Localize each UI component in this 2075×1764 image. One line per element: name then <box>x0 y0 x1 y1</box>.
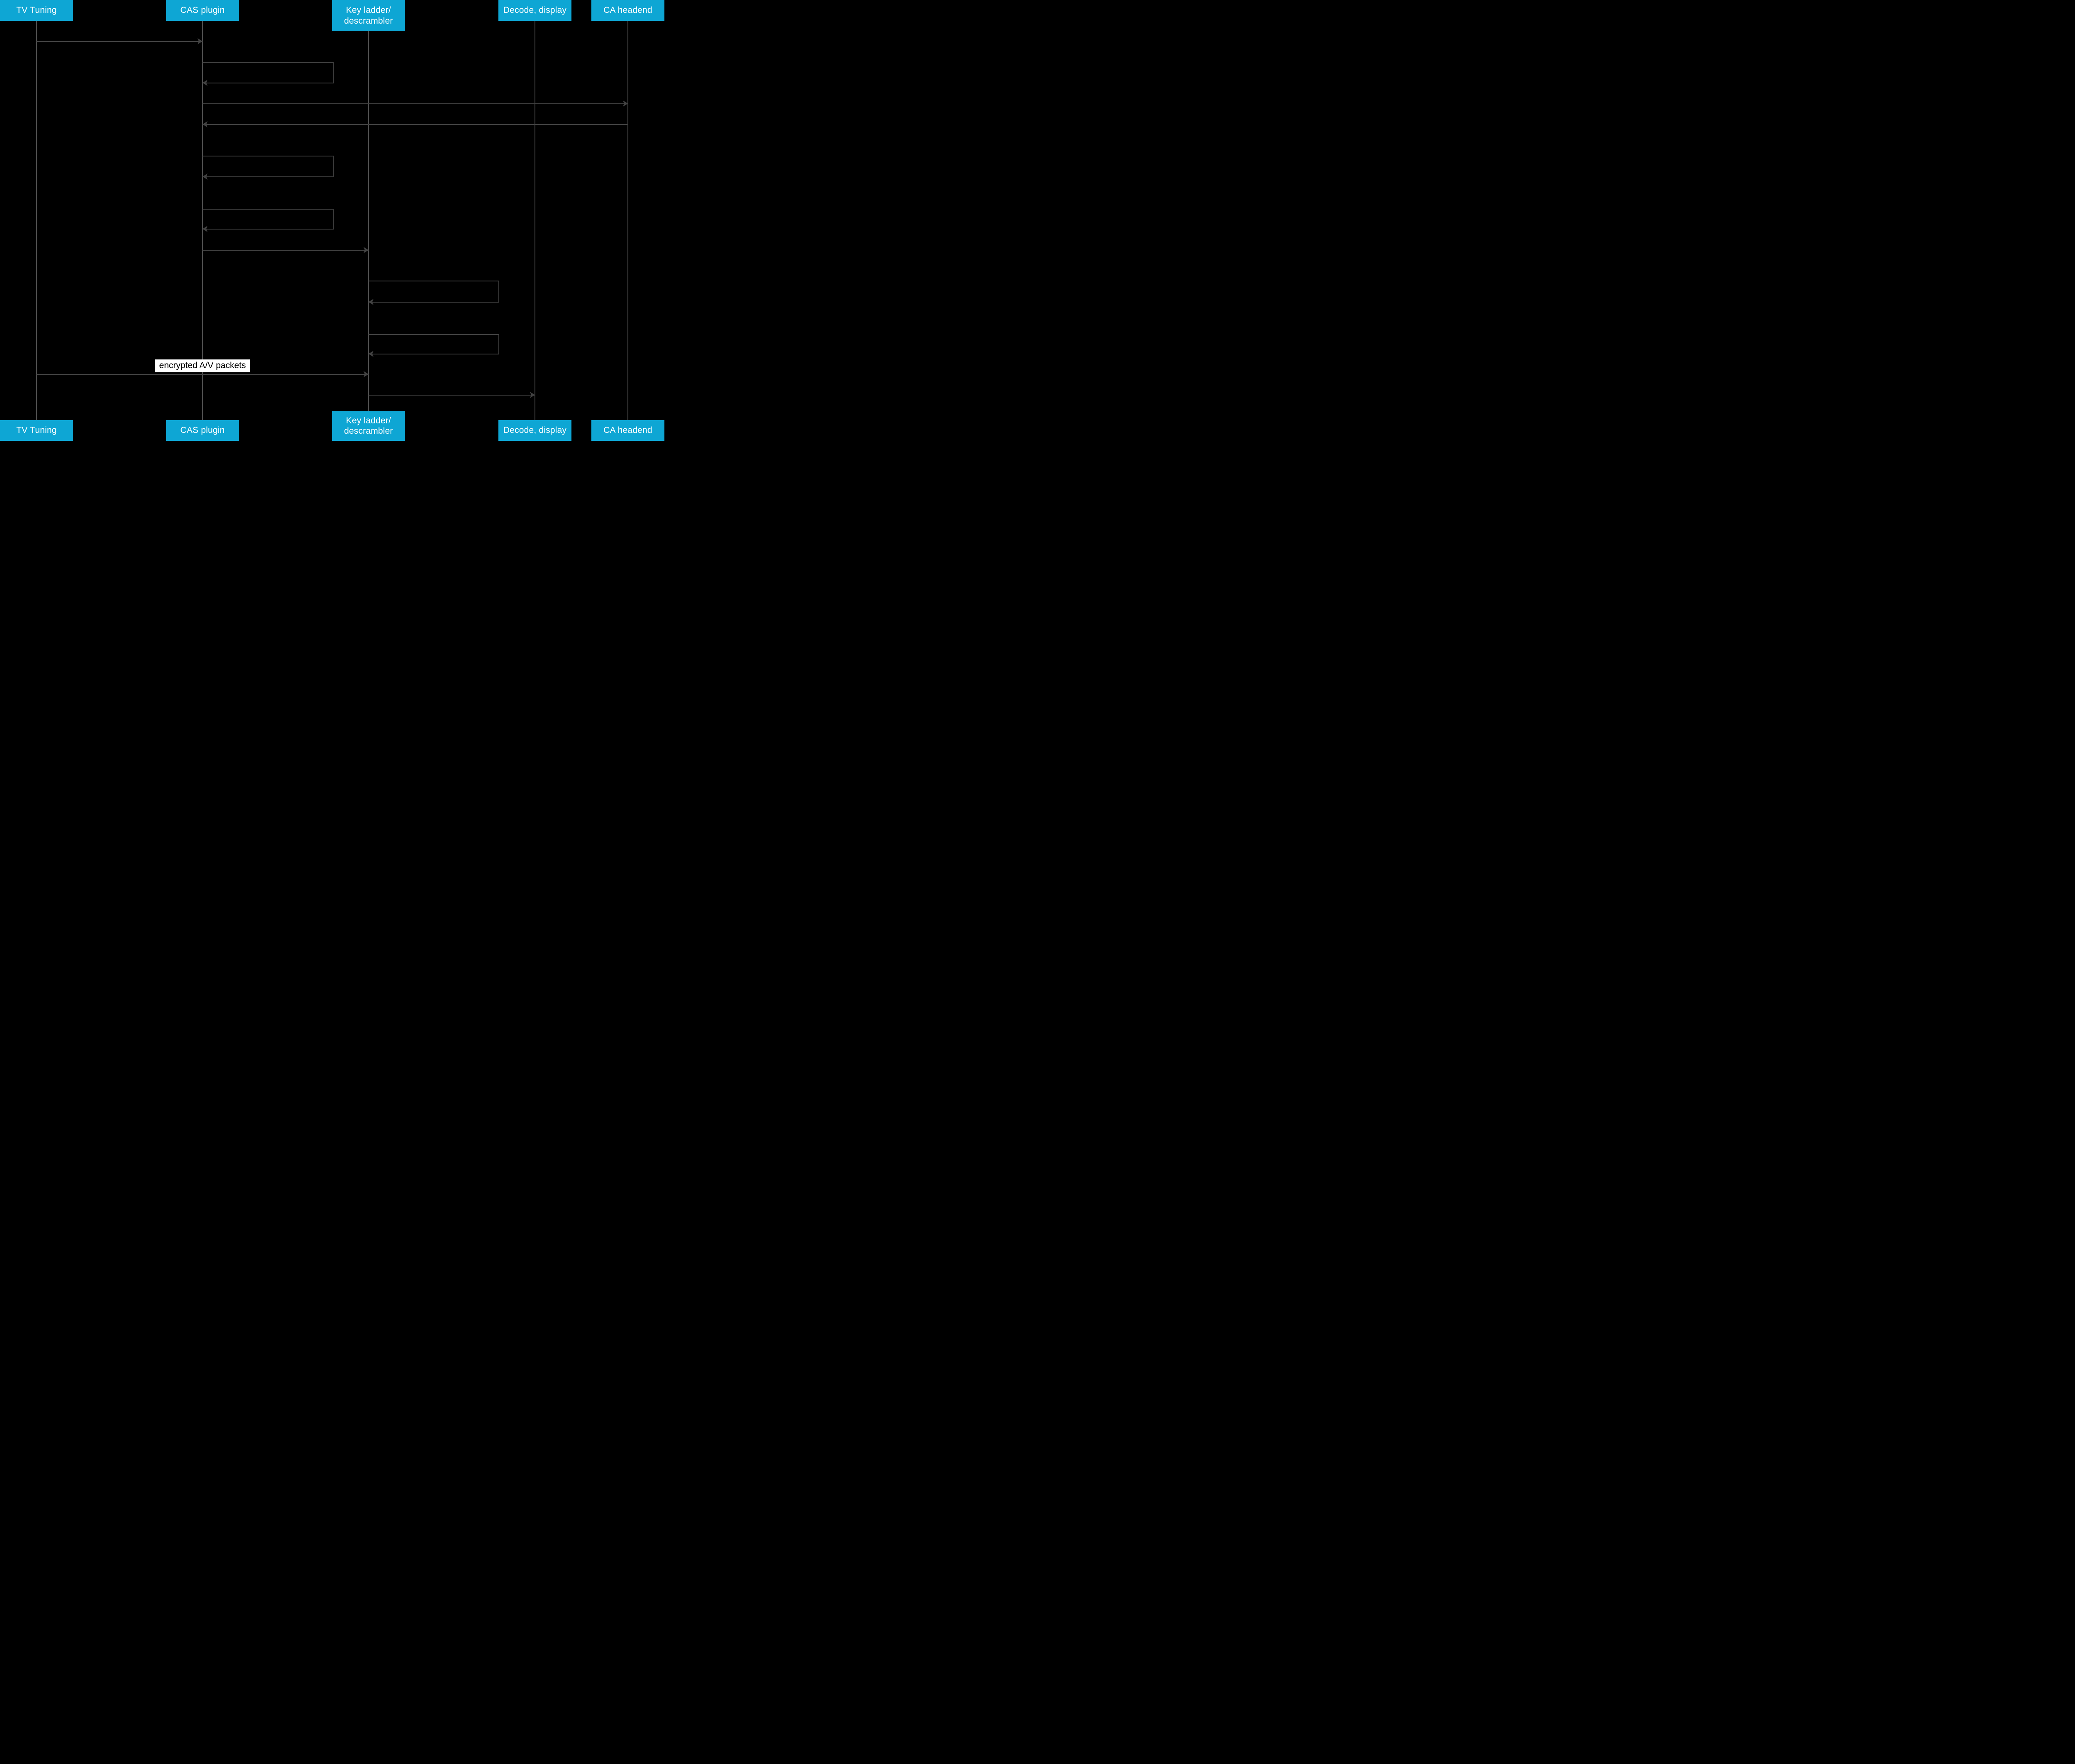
participant-label: Decode, display <box>503 425 567 435</box>
participant-label: Key ladder/ <box>346 415 391 425</box>
participant-label: CA headend <box>603 425 652 435</box>
lifeline-key-ladder <box>368 31 369 411</box>
lifeline-cas-plugin <box>202 21 203 420</box>
participant-box-top-ca-headend: CA headend <box>591 0 664 21</box>
message-line-0 <box>37 41 203 42</box>
participant-box-bottom-key-ladder: Key ladder/descrambler <box>332 411 405 441</box>
message-line-2 <box>203 103 628 104</box>
self-message-top-line-1 <box>203 62 334 63</box>
self-message-top-line-5 <box>203 209 334 210</box>
self-message-right-line-7 <box>498 281 499 303</box>
self-message-right-line-5 <box>333 209 334 230</box>
participant-label: TV Tuning <box>16 425 57 435</box>
participant-label: Decode, display <box>503 5 567 15</box>
participant-label: CA headend <box>603 5 652 15</box>
lifeline-ca-headend <box>627 21 628 420</box>
self-message-right-line-1 <box>333 62 334 83</box>
participant-label: TV Tuning <box>16 5 57 15</box>
participant-box-bottom-cas-plugin: CAS plugin <box>166 420 239 441</box>
participant-box-top-tv-tuning: TV Tuning <box>0 0 73 21</box>
message-line-9 <box>37 374 369 375</box>
participant-label: CAS plugin <box>180 425 225 435</box>
self-message-bottom-line-7 <box>369 302 499 303</box>
participant-box-top-cas-plugin: CAS plugin <box>166 0 239 21</box>
message-line-10 <box>369 395 535 396</box>
self-message-top-line-8 <box>369 334 499 335</box>
participant-label: CAS plugin <box>180 5 225 15</box>
participant-label: descrambler <box>344 16 393 26</box>
participant-label: Key ladder/ <box>346 5 391 15</box>
participant-box-top-key-ladder: Key ladder/descrambler <box>332 0 405 31</box>
participant-box-bottom-decode-display: Decode, display <box>498 420 571 441</box>
participant-box-bottom-ca-headend: CA headend <box>591 420 664 441</box>
participant-box-top-decode-display: Decode, display <box>498 0 571 21</box>
self-message-right-line-8 <box>498 334 499 354</box>
participant-box-bottom-tv-tuning: TV Tuning <box>0 420 73 441</box>
self-message-bottom-line-5 <box>203 229 334 230</box>
message-line-6 <box>203 250 369 251</box>
lifeline-tv-tuning <box>36 21 37 420</box>
message-line-3 <box>203 124 628 125</box>
self-message-bottom-line-4 <box>203 176 334 177</box>
participant-label: descrambler <box>344 426 393 436</box>
message-label: encrypted A/V packets <box>155 359 250 372</box>
self-message-right-line-4 <box>333 156 334 177</box>
